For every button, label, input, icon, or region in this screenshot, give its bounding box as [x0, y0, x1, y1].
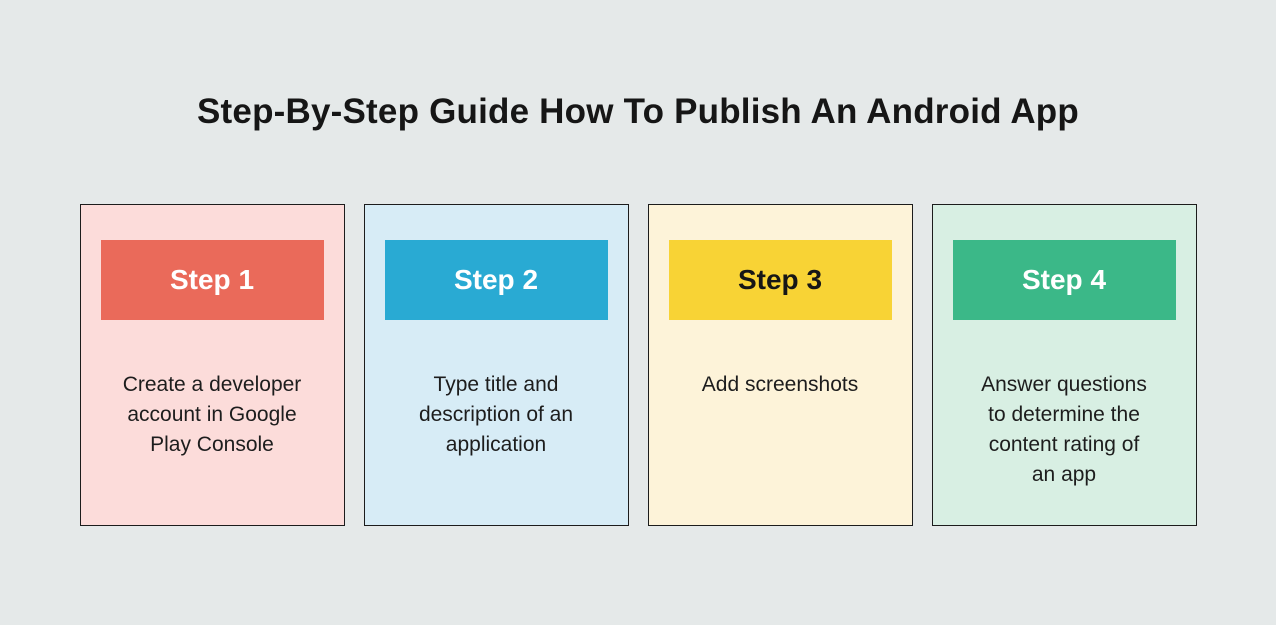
step-description: Add screenshots [701, 373, 859, 396]
step-header: Step 3 [668, 240, 892, 320]
step-description: Type title and description of an applica… [418, 373, 574, 456]
step-header: Step 1 [100, 240, 324, 320]
step-label: Step 3 [737, 264, 823, 295]
step-label: Step 4 [1021, 264, 1107, 295]
step-card: Step 2 Type title and description of an … [363, 204, 629, 526]
page-title: Step-By-Step Guide How To Publish An And… [197, 92, 1079, 131]
step-label: Step 2 [453, 264, 539, 295]
step-header: Step 2 [384, 240, 608, 320]
step-card: Step 4 Answer questions to determine the… [931, 204, 1197, 526]
step-card: Step 1 Create a developer account in Goo… [79, 204, 345, 526]
step-description: Answer questions to determine the conten… [981, 373, 1147, 486]
step-label: Step 1 [169, 264, 255, 295]
steps-row: Step 1 Create a developer account in Goo… [79, 204, 1197, 526]
step-header: Step 4 [952, 240, 1176, 320]
step-card: Step 3 Add screenshots [647, 204, 913, 526]
step-description: Create a developer account in Google Pla… [122, 373, 302, 456]
